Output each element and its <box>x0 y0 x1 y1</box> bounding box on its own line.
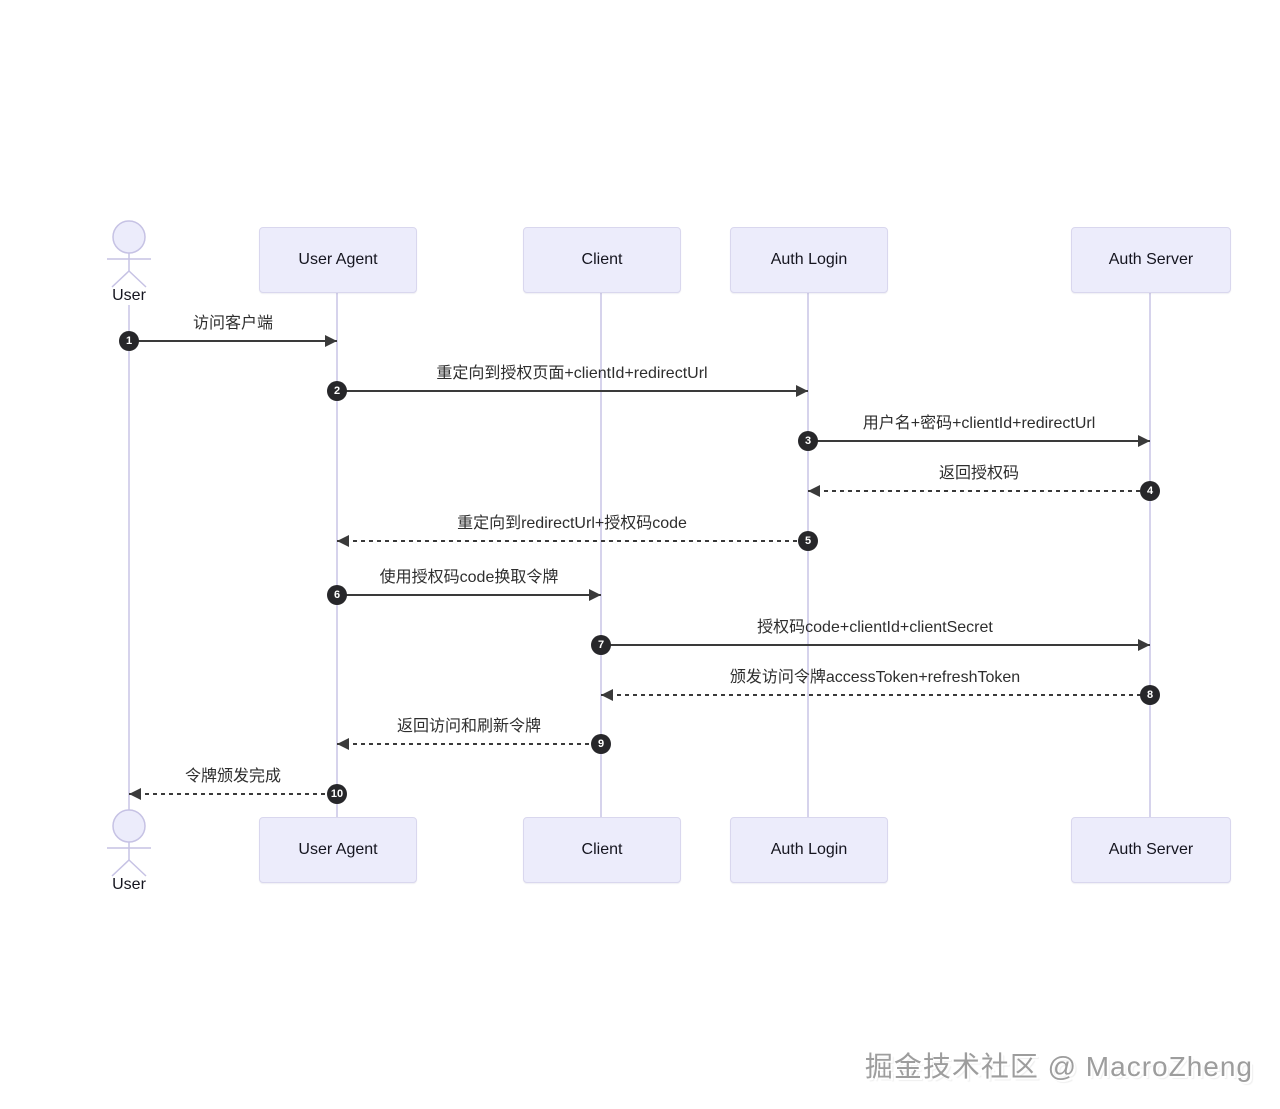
message-line <box>808 490 1150 492</box>
message-label: 重定向到redirectUrl+授权码code <box>457 515 687 532</box>
message-number-badge: 2 <box>327 381 347 401</box>
arrowhead <box>337 738 349 750</box>
lifeline-client <box>600 291 602 817</box>
participant-top-auth-login: Auth Login <box>730 227 888 293</box>
message-label: 颁发访问令牌accessToken+refreshToken <box>729 669 1021 686</box>
lifeline-auth-login <box>807 291 809 817</box>
arrowhead <box>601 689 613 701</box>
participant-top-user-agent: User Agent <box>259 227 417 293</box>
message-line <box>808 440 1150 442</box>
actor-label-user-bottom: User <box>112 876 146 893</box>
lifeline-auth-server <box>1149 291 1151 817</box>
user-actor-icon <box>107 809 151 877</box>
participant-bottom-auth-login: Auth Login <box>730 817 888 883</box>
message-number-badge: 5 <box>798 531 818 551</box>
message-number-badge: 8 <box>1140 685 1160 705</box>
message-label: 返回访问和刷新令牌 <box>396 718 541 735</box>
participant-top-client: Client <box>523 227 681 293</box>
message-number-badge: 6 <box>327 585 347 605</box>
arrowhead <box>808 485 820 497</box>
message-label: 授权码code+clientId+clientSecret <box>757 619 993 636</box>
message-number-badge: 3 <box>798 431 818 451</box>
participant-label: Auth Server <box>1108 251 1194 268</box>
message-label: 令牌颁发完成 <box>184 768 281 785</box>
participant-label: Client <box>581 251 623 268</box>
message-label: 重定向到授权页面+clientId+redirectUrl <box>436 365 708 382</box>
message-number-badge: 9 <box>591 734 611 754</box>
lifeline-user-agent <box>336 291 338 817</box>
message-number-badge: 4 <box>1140 481 1160 501</box>
message-line <box>601 644 1150 646</box>
participant-label: User Agent <box>298 841 378 858</box>
arrowhead <box>325 335 337 347</box>
message-number-badge: 7 <box>591 635 611 655</box>
message-line <box>337 390 808 392</box>
message-number-badge: 1 <box>119 331 139 351</box>
user-actor-icon <box>107 220 151 288</box>
message-label: 访问客户端 <box>192 315 273 332</box>
actor-label-user-top: User <box>112 287 146 304</box>
arrowhead <box>589 589 601 601</box>
message-line <box>337 594 601 596</box>
participant-label: Auth Login <box>770 251 848 268</box>
arrowhead <box>1138 435 1150 447</box>
message-line <box>601 694 1150 696</box>
participant-bottom-user-agent: User Agent <box>259 817 417 883</box>
message-line <box>129 793 337 795</box>
arrowhead <box>129 788 141 800</box>
lifeline-user <box>128 305 130 810</box>
watermark: 掘金技术社区 @ MacroZheng <box>864 1051 1253 1082</box>
message-line <box>337 743 601 745</box>
participant-label: User Agent <box>298 251 378 268</box>
participant-bottom-client: Client <box>523 817 681 883</box>
participant-top-auth-server: Auth Server <box>1071 227 1231 293</box>
arrowhead <box>1138 639 1150 651</box>
participant-label: Auth Login <box>770 841 848 858</box>
message-label: 使用授权码code换取令牌 <box>379 569 559 586</box>
message-number-badge: 10 <box>327 784 347 804</box>
message-line <box>129 340 337 342</box>
participant-bottom-auth-server: Auth Server <box>1071 817 1231 883</box>
arrowhead <box>796 385 808 397</box>
arrowhead <box>337 535 349 547</box>
message-label: 返回授权码 <box>938 465 1019 482</box>
message-line <box>337 540 808 542</box>
participant-label: Client <box>581 841 623 858</box>
message-label: 用户名+密码+clientId+redirectUrl <box>862 415 1096 432</box>
participant-label: Auth Server <box>1108 841 1194 858</box>
